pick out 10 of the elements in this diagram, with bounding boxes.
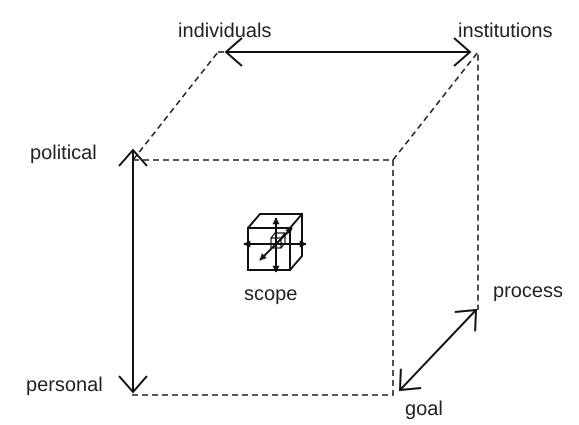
axis-label: personal [26, 374, 103, 396]
axis-label: individuals [178, 20, 272, 42]
double-arrow [225, 37, 471, 67]
double-arrow [118, 149, 148, 393]
axis-label: scope [244, 283, 298, 305]
axis-label: goal [405, 398, 443, 420]
axis-label: institutions [458, 20, 552, 42]
axis-label: political [30, 142, 97, 164]
axis-label: process [493, 280, 564, 302]
double-arrow [399, 309, 477, 391]
